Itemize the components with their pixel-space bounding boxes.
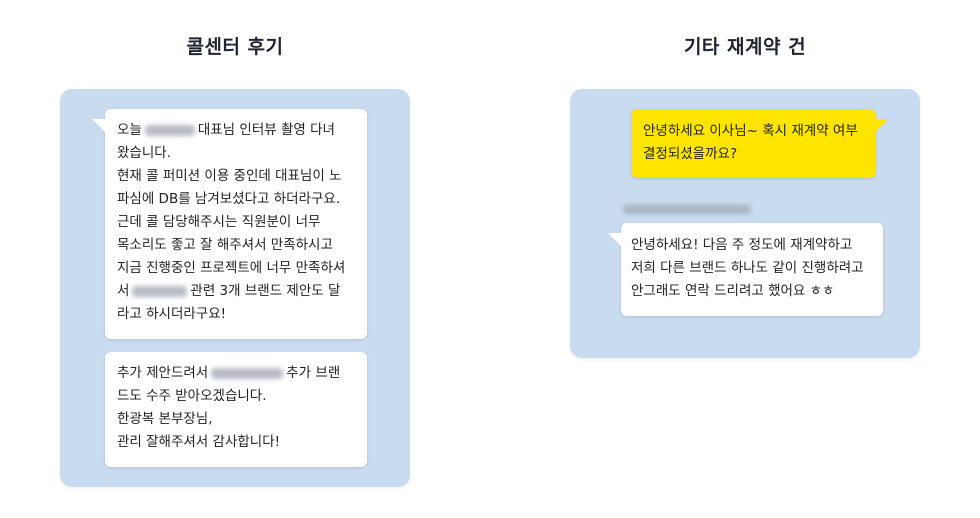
message-line: 목소리도 좋고 잘 해주셔서 만족하시고: [117, 237, 333, 253]
message-line: 안녕하세요 이사님~ 혹시 재계약 여부: [643, 123, 858, 139]
message-line: 저희 다른 브랜드 하나도 같이 진행하려고: [631, 260, 864, 276]
message-line: 지금 진행중인 프로젝트에 너무 만족하셔: [117, 260, 346, 276]
message-line: 드도 수주 받아오겠습니다.: [117, 388, 267, 404]
redacted-brand-name: [211, 367, 284, 379]
message-line: 안그래도 연락 드리려고 했어요 ㅎㅎ: [631, 283, 835, 299]
message-line: 근데 콜 담당해주시는 직원분이 너무: [117, 214, 321, 230]
chat-bubble-incoming: 안녕하세요! 다음 주 정도에 재계약하고 저희 다른 브랜드 하나도 같이 진…: [608, 223, 883, 316]
chat-panel-right: 안녕하세요 이사님~ 혹시 재계약 여부 결정되셨을까요? 안녕하세요! 다음 …: [570, 89, 920, 358]
message-line: 왔습니다.: [117, 145, 171, 161]
redacted-company-name: [144, 124, 195, 136]
section-title-renewal: 기타 재계약 건: [683, 36, 807, 58]
message-line: 결정되셨을까요?: [643, 146, 738, 162]
message-line: 관리 잘해주셔서 감사합니다!: [117, 434, 281, 450]
section-title-callcenter-review: 콜센터 후기: [186, 36, 284, 58]
message-line: 라고 하시더라구요!: [117, 306, 227, 322]
message-line: 한광복 본부장님,: [117, 411, 213, 427]
message-line: 현재 콜 퍼미션 이용 중인데 대표님이 노: [117, 168, 342, 184]
message-line: 파심에 DB를 남겨보셨다고 하더라구요.: [117, 191, 341, 207]
redacted-brand-name: [132, 285, 188, 297]
redacted-text: [623, 205, 751, 214]
redacted-sender-name: [623, 199, 751, 214]
message-line: 안녕하세요! 다음 주 정도에 재계약하고: [631, 237, 853, 253]
chat-bubble-outgoing: 안녕하세요 이사님~ 혹시 재계약 여부 결정되셨을까요?: [631, 109, 888, 178]
